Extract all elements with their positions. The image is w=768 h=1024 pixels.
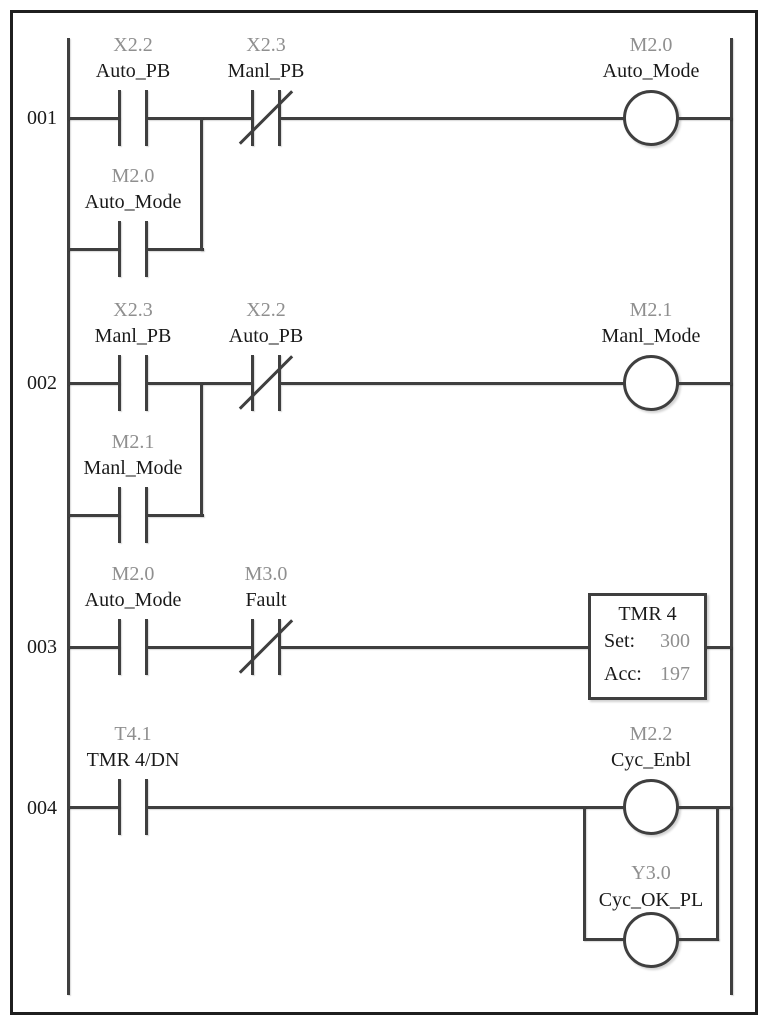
wire-segment bbox=[281, 382, 625, 385]
contact-bar-right bbox=[145, 90, 148, 146]
contact-bar-right bbox=[278, 90, 281, 146]
contact-address: M2.0 bbox=[111, 563, 155, 585]
contact-bar-left bbox=[251, 355, 254, 411]
timer-block: TMR 4 Set: 300 Acc: 197 bbox=[588, 593, 707, 700]
branch-riser-wire bbox=[716, 807, 719, 940]
coil-tag: Manl_Mode bbox=[601, 325, 701, 347]
contact-tag: Auto_PB bbox=[95, 60, 171, 82]
contact-bar-right bbox=[145, 619, 148, 675]
coil-tag: Auto_Mode bbox=[602, 60, 700, 82]
wire-segment bbox=[677, 382, 732, 385]
contact-bar-right bbox=[278, 619, 281, 675]
contact-bar-left bbox=[118, 487, 121, 543]
contact-address: X2.3 bbox=[113, 299, 153, 321]
no-contact: T4.1 TMR 4/DN bbox=[87, 723, 179, 835]
wire-segment bbox=[68, 806, 120, 809]
branch-wire bbox=[68, 248, 120, 251]
wire-segment bbox=[68, 117, 120, 120]
contact-address: X2.3 bbox=[246, 34, 286, 56]
contact-bar-left bbox=[118, 779, 121, 835]
coil-circle-icon bbox=[623, 355, 679, 411]
contact-tag: Fault bbox=[245, 589, 287, 611]
timer-title: TMR 4 bbox=[618, 603, 677, 625]
rung-number: 004 bbox=[27, 797, 57, 819]
contact-address: X2.2 bbox=[246, 299, 286, 321]
contact-address: M2.1 bbox=[111, 431, 155, 453]
contact-bar-left bbox=[118, 221, 121, 277]
nc-contact: X2.3 Manl_PB bbox=[228, 34, 304, 146]
branch-wire bbox=[148, 514, 204, 517]
timer-acc-value: 197 bbox=[660, 663, 690, 685]
wire-segment bbox=[705, 646, 732, 649]
right-power-rail bbox=[730, 38, 733, 995]
contact-tag: Manl_PB bbox=[94, 325, 172, 347]
contact-address: M2.0 bbox=[111, 165, 155, 187]
coil-tag: Cyc_Enbl bbox=[611, 749, 691, 771]
branch-wire bbox=[68, 514, 120, 517]
timer-acc-label: Acc: bbox=[604, 663, 642, 685]
contact-bar-left bbox=[118, 90, 121, 146]
no-contact: M2.0 Auto_Mode bbox=[85, 563, 181, 675]
output-coil: M2.2 Cyc_Enbl bbox=[611, 723, 691, 835]
no-contact: X2.3 Manl_PB bbox=[95, 299, 171, 411]
contact-tag: Manl_Mode bbox=[83, 457, 183, 479]
contact-bar-right bbox=[278, 355, 281, 411]
wire-segment bbox=[68, 646, 120, 649]
wire-segment bbox=[281, 117, 625, 120]
branch-wire bbox=[583, 938, 625, 941]
coil-address: M2.1 bbox=[629, 299, 673, 321]
contact-address: M3.0 bbox=[244, 563, 288, 585]
contact-tag: TMR 4/DN bbox=[86, 749, 180, 771]
wire-segment bbox=[677, 117, 732, 120]
contact-tag: Manl_PB bbox=[227, 60, 305, 82]
coil-address: M2.2 bbox=[629, 723, 673, 745]
contact-bar-right bbox=[145, 221, 148, 277]
output-coil: M2.1 Manl_Mode bbox=[602, 299, 700, 411]
contact-bar-left bbox=[251, 90, 254, 146]
coil-tag: Cyc_OK_PL bbox=[598, 889, 704, 911]
branch-no-contact: M2.0 Auto_Mode bbox=[85, 165, 181, 277]
rung-number: 003 bbox=[27, 636, 57, 658]
contact-tag: Auto_Mode bbox=[84, 589, 182, 611]
contact-address: T4.1 bbox=[114, 723, 152, 745]
contact-address: X2.2 bbox=[113, 34, 153, 56]
branch-drop-wire bbox=[583, 807, 586, 940]
contact-tag: Auto_Mode bbox=[84, 191, 182, 213]
coil-circle-icon bbox=[623, 779, 679, 835]
no-contact: X2.2 Auto_PB bbox=[96, 34, 170, 146]
branch-wire bbox=[148, 248, 204, 251]
nc-contact: M3.0 Fault bbox=[238, 563, 294, 675]
contact-bar-left bbox=[118, 619, 121, 675]
branch-output-coil: Y3.0 Cyc_OK_PL bbox=[599, 862, 703, 968]
contact-bar-right bbox=[145, 487, 148, 543]
output-coil: M2.0 Auto_Mode bbox=[603, 34, 699, 146]
coil-address: Y3.0 bbox=[631, 862, 671, 884]
branch-wire bbox=[677, 938, 719, 941]
branch-no-contact: M2.1 Manl_Mode bbox=[84, 431, 182, 543]
coil-address: M2.0 bbox=[629, 34, 673, 56]
contact-bar-left bbox=[251, 619, 254, 675]
wire-segment bbox=[148, 806, 625, 809]
timer-set-label: Set: bbox=[604, 630, 636, 652]
wire-segment bbox=[68, 382, 120, 385]
coil-circle-icon bbox=[623, 90, 679, 146]
rung-number: 002 bbox=[27, 372, 57, 394]
nc-contact: X2.2 Auto_PB bbox=[229, 299, 303, 411]
diagram-border bbox=[10, 10, 758, 1015]
wire-segment bbox=[281, 646, 590, 649]
coil-circle-icon bbox=[623, 912, 679, 968]
wire-segment bbox=[677, 806, 732, 809]
wire-segment bbox=[148, 646, 253, 649]
contact-tag: Auto_PB bbox=[228, 325, 304, 347]
branch-riser-wire bbox=[200, 383, 203, 516]
contact-bar-left bbox=[118, 355, 121, 411]
rung-number: 001 bbox=[27, 107, 57, 129]
contact-bar-right bbox=[145, 779, 148, 835]
timer-set-value: 300 bbox=[660, 630, 690, 652]
contact-bar-right bbox=[145, 355, 148, 411]
branch-riser-wire bbox=[200, 118, 203, 251]
